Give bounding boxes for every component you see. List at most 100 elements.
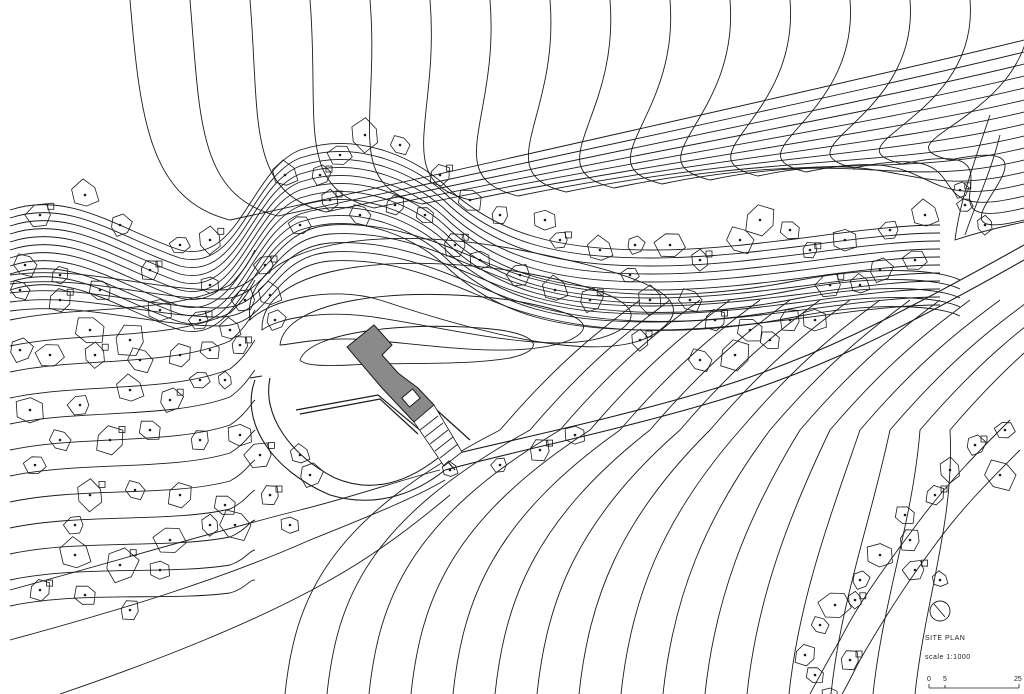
tree-canopy [429,164,450,187]
contour-line [788,299,1001,694]
tree-canopy [152,527,187,553]
contour-line [9,479,446,641]
tree-canopy [939,456,960,484]
tree-trunk-dot [788,228,792,232]
shrub-marker [565,231,572,239]
tree-canopy [138,420,161,440]
tree-trunk-dot [108,438,112,442]
contour-line [129,0,1024,221]
tree-trunk-dot [258,453,262,457]
tree-canopy [580,287,604,313]
tree-trunk-dot [58,438,62,442]
contour-line [9,159,941,269]
tree-canopy [201,513,219,537]
tree-trunk-dot [788,318,792,322]
tree-canopy [925,485,945,506]
tree-trunk-dot [263,263,267,267]
tree-canopy [953,181,970,199]
tree-canopy [505,264,531,287]
contour-line [9,579,256,607]
drawing-title: SITE PLAN [925,635,965,642]
north-arrow-icon [929,600,951,622]
tree-trunk-dot [208,523,212,527]
shrub-marker [205,310,213,318]
tree-trunk-dot [588,298,592,302]
tree-trunk-dot [998,473,1002,477]
tree-canopy [814,273,841,298]
tree-trunk-dot [48,353,52,357]
contour-line [536,299,821,694]
tree-canopy [802,308,827,332]
tree-canopy [852,570,871,590]
shrub-marker [270,255,278,263]
shrub-marker [47,202,55,210]
tree-canopy [106,547,140,584]
tree-canopy [984,459,1017,491]
tree-trunk-dot [73,553,77,557]
tree-canopy [802,242,818,259]
shrub-marker [267,441,275,449]
tree-trunk-dot [903,513,907,517]
tree-trunk-dot [83,193,87,197]
tree-canopy [720,339,750,372]
shrub-marker [964,182,972,190]
tree-trunk-dot [573,433,577,437]
tree-trunk-dot [128,388,132,392]
tree-canopy [877,220,899,240]
tree-canopy [120,600,139,621]
shrub-marker [446,164,454,172]
tree-trunk-dot [553,288,557,292]
tree-canopy [218,370,232,390]
tree-trunk-dot [853,598,857,602]
tree-trunk-dot [808,248,812,252]
contour-line [189,0,1024,217]
shrub-marker [98,481,106,488]
tree-canopy [75,317,105,344]
tree-trunk-dot [118,223,122,227]
tree-trunk-dot [23,263,27,267]
tree-canopy [190,430,209,451]
tree-canopy [111,213,133,237]
shrub-marker [814,242,822,250]
tree-canopy [187,310,209,330]
contour-line [9,309,256,373]
tree-trunk-dot [888,228,892,232]
contour-line [579,0,1024,189]
tree-trunk-dot [128,608,132,612]
scale-tick-5: 5 [943,676,947,683]
tree-canopy [66,395,90,416]
tree-trunk-dot [223,378,227,382]
tree-trunk-dot [558,238,562,242]
tree-canopy [805,667,824,684]
tree-canopy [415,207,434,224]
contour-line [452,299,761,694]
tree-canopy [15,397,44,424]
tree-trunk-dot [358,213,362,217]
tree-trunk-dot [948,468,952,472]
tree-canopy [911,198,940,227]
contour-line [662,299,911,694]
legend: SITE PLAN scale 1:1000 0 5 25 [925,600,1022,689]
tree-canopy [88,280,111,300]
tree-trunk-dot [208,283,212,287]
contour-line [494,299,791,694]
tree-trunk-dot [158,308,162,312]
tree-canopy [810,616,830,635]
tree-trunk-dot [138,358,142,362]
tree-canopy [832,228,857,252]
tree-trunk-dot [628,273,632,277]
contour-line [914,352,1024,694]
tree-canopy [389,135,411,156]
drawing-scale: scale 1:1000 [925,654,971,661]
contour-line [9,459,256,503]
shrub-marker [101,343,109,351]
tree-trunk-dot [878,268,882,272]
tree-trunk-dot [733,353,737,357]
tree-trunk-dot [238,343,242,347]
tree-canopy [849,272,871,294]
tree-trunk-dot [168,398,172,402]
tree-canopy [469,250,490,270]
tree-trunk-dot [118,563,122,567]
shrub-marker [705,250,713,258]
shrub-marker [837,272,845,280]
